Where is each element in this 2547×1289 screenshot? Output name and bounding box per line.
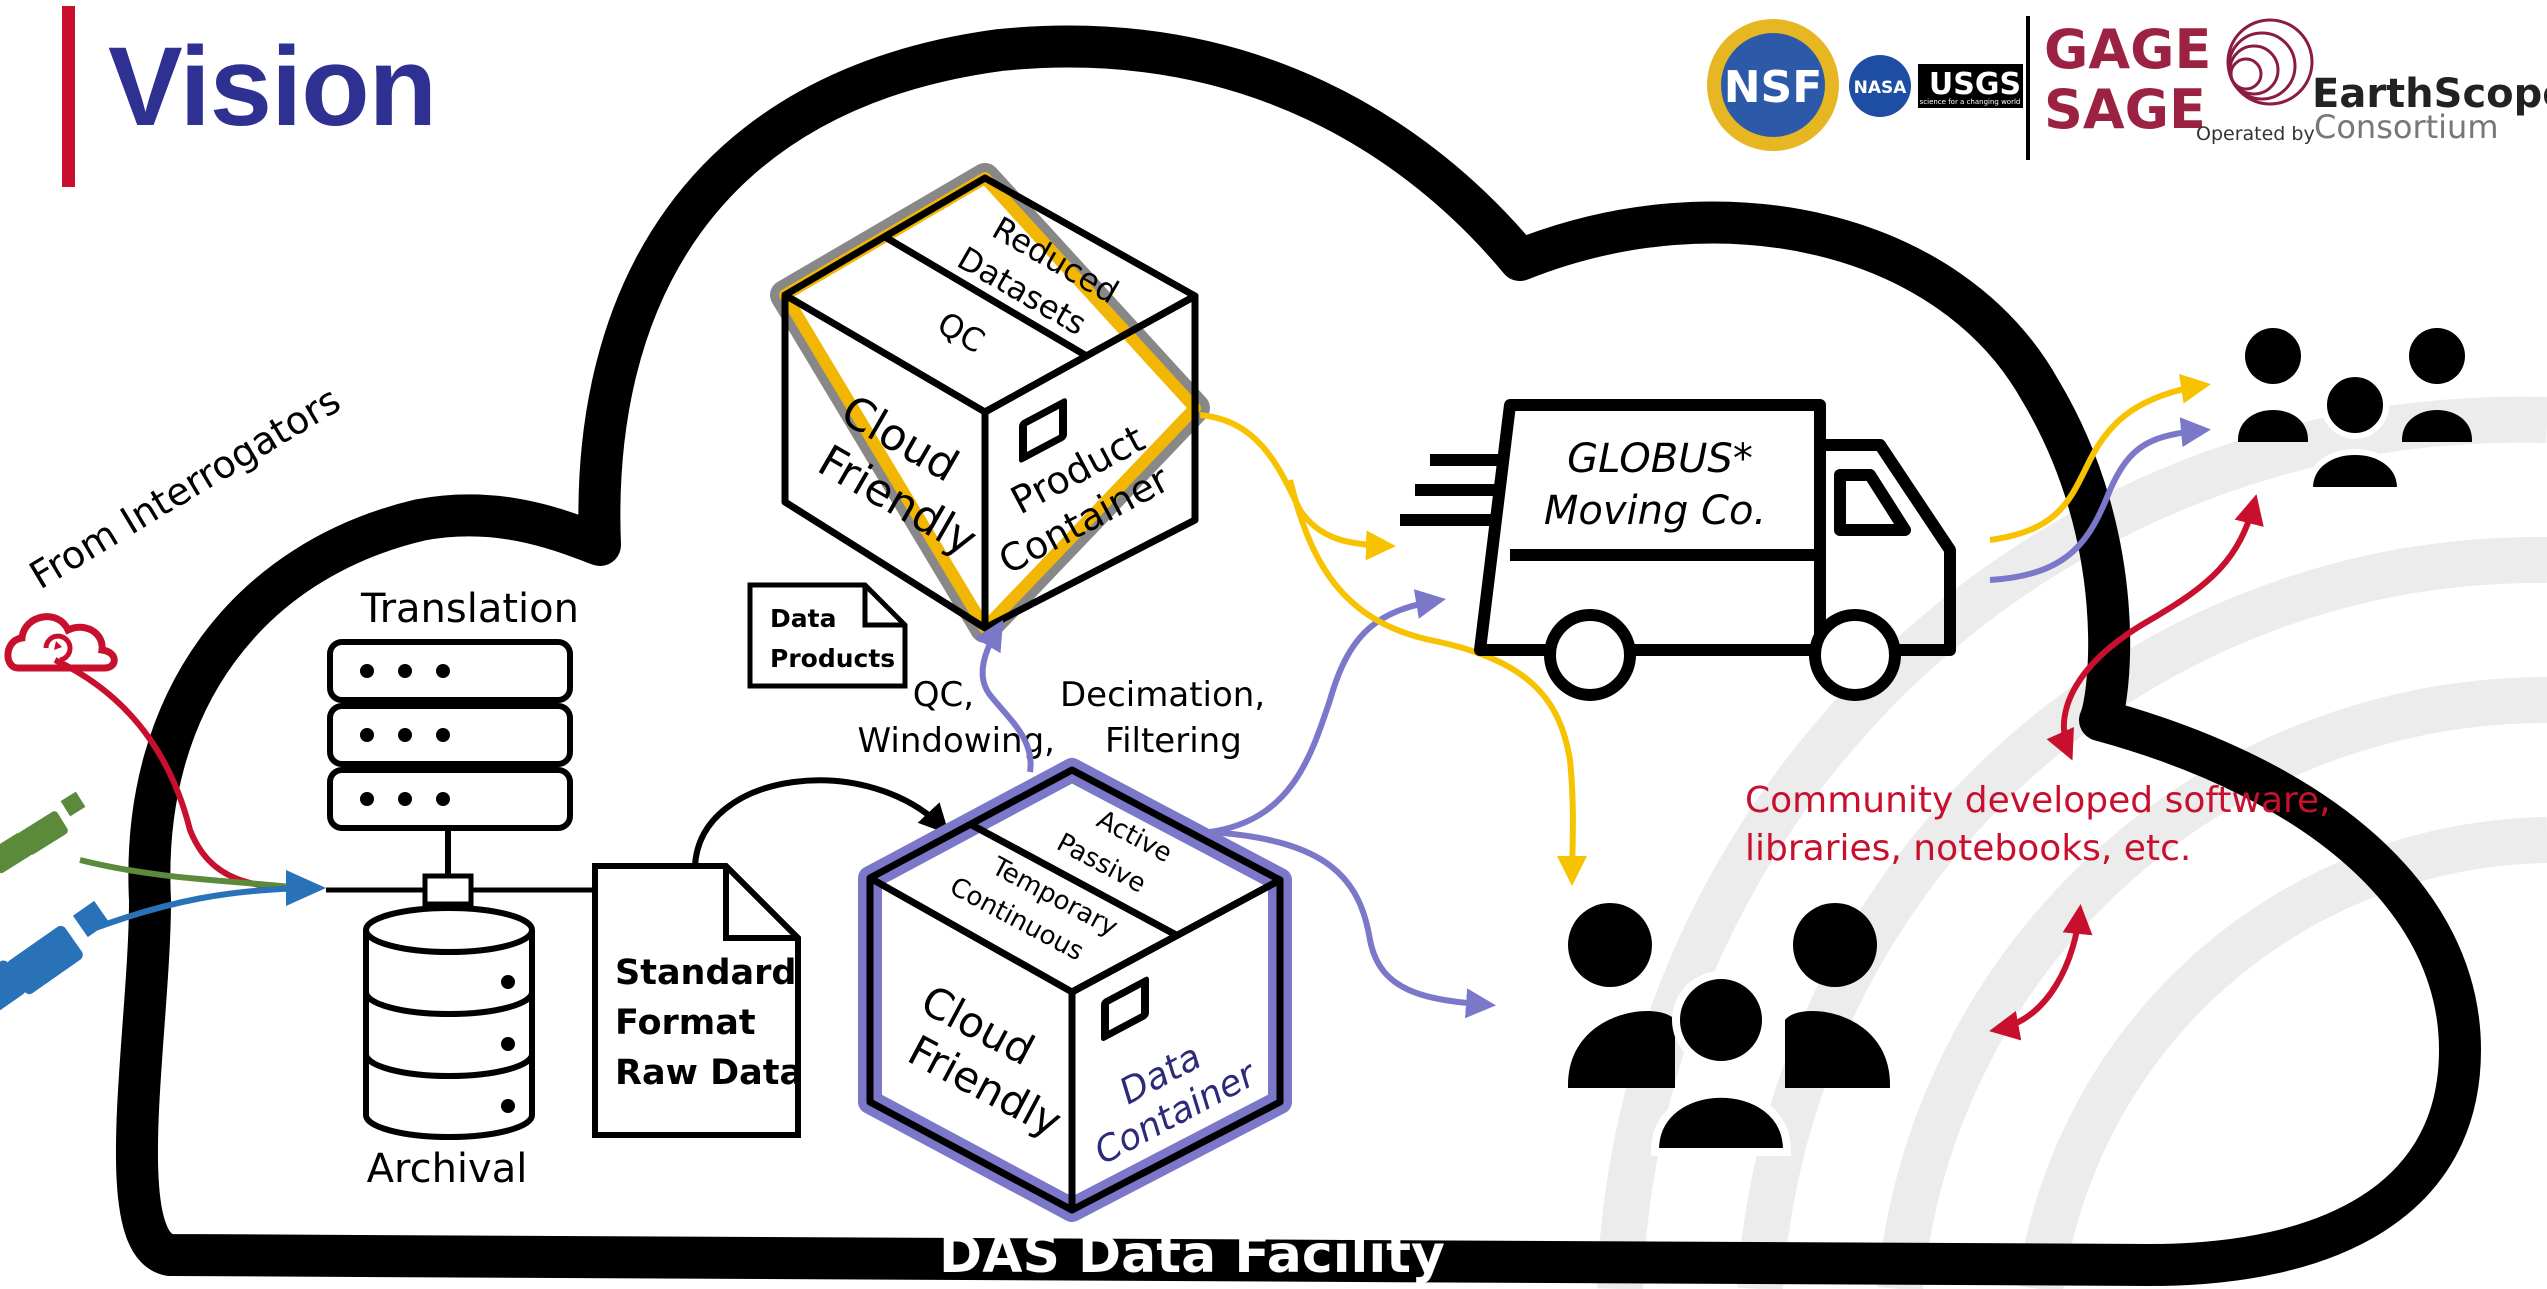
people-group-icon [2238, 328, 2472, 493]
document-icon [592, 863, 801, 1138]
data-products-line1: Data [770, 604, 836, 633]
nasa-logo-text: NASA [1854, 78, 1908, 98]
usb-drive-icon [0, 900, 110, 1012]
nsf-logo: NSF [1707, 19, 1839, 151]
facility-cloud-outline [115, 25, 2481, 1286]
gage-logo-text: GAGE [2044, 18, 2211, 81]
facility-label: DAS Data Facility [939, 1225, 1445, 1285]
sage-logo-text: SAGE [2044, 78, 2206, 141]
ingest-arrowhead [286, 870, 326, 906]
logo-divider [2026, 16, 2030, 160]
data-products-line2: Products [770, 644, 895, 673]
database-icon [363, 905, 535, 1140]
archival-label: Archival [367, 1146, 528, 1192]
truck-label-line2: Moving Co. [1544, 488, 1766, 534]
people-group-icon [1568, 903, 1890, 1156]
standard-format-line3: Raw Data [615, 1053, 803, 1093]
data-container-box [858, 758, 1292, 1222]
title-accent-bar [62, 6, 75, 187]
nasa-logo: NASA [1849, 55, 1911, 117]
decimation-label-line2: Filtering [1105, 721, 1242, 761]
translation-label: Translation [360, 586, 579, 632]
earthscope-logo-icon [2226, 18, 2314, 106]
truck-label-line1: GLOBUS* [1567, 436, 1753, 482]
usgs-tagline: science for a changing world [1920, 98, 2021, 106]
product-container-box [770, 163, 1210, 643]
truck-icon [1400, 399, 1956, 701]
earthscope-subtitle: Consortium [2314, 108, 2499, 146]
earthscope-title: EarthScope [2312, 71, 2547, 117]
decimation-label-line1: Decimation, [1060, 675, 1265, 715]
qc-label-line1: QC, [913, 675, 974, 715]
community-label-line1: Community developed software, [1745, 780, 2331, 821]
logo-strip: NSF NASA USGS science for a changing wor… [1707, 16, 2547, 160]
document-icon [747, 582, 908, 689]
operated-by-text: Operated by [2196, 123, 2315, 145]
usgs-logo: USGS science for a changing world [1918, 64, 2023, 108]
nsf-logo-text: NSF [1724, 62, 1823, 113]
community-label-line2: libraries, notebooks, etc. [1745, 828, 2191, 869]
standard-format-line1: Standard [615, 953, 796, 993]
page-title: Vision [108, 24, 437, 149]
usgs-logo-text: USGS [1929, 67, 2021, 102]
cloud-sync-icon [4, 613, 118, 672]
standard-format-line2: Format [615, 1003, 756, 1043]
usb-drive-icon [0, 791, 86, 874]
